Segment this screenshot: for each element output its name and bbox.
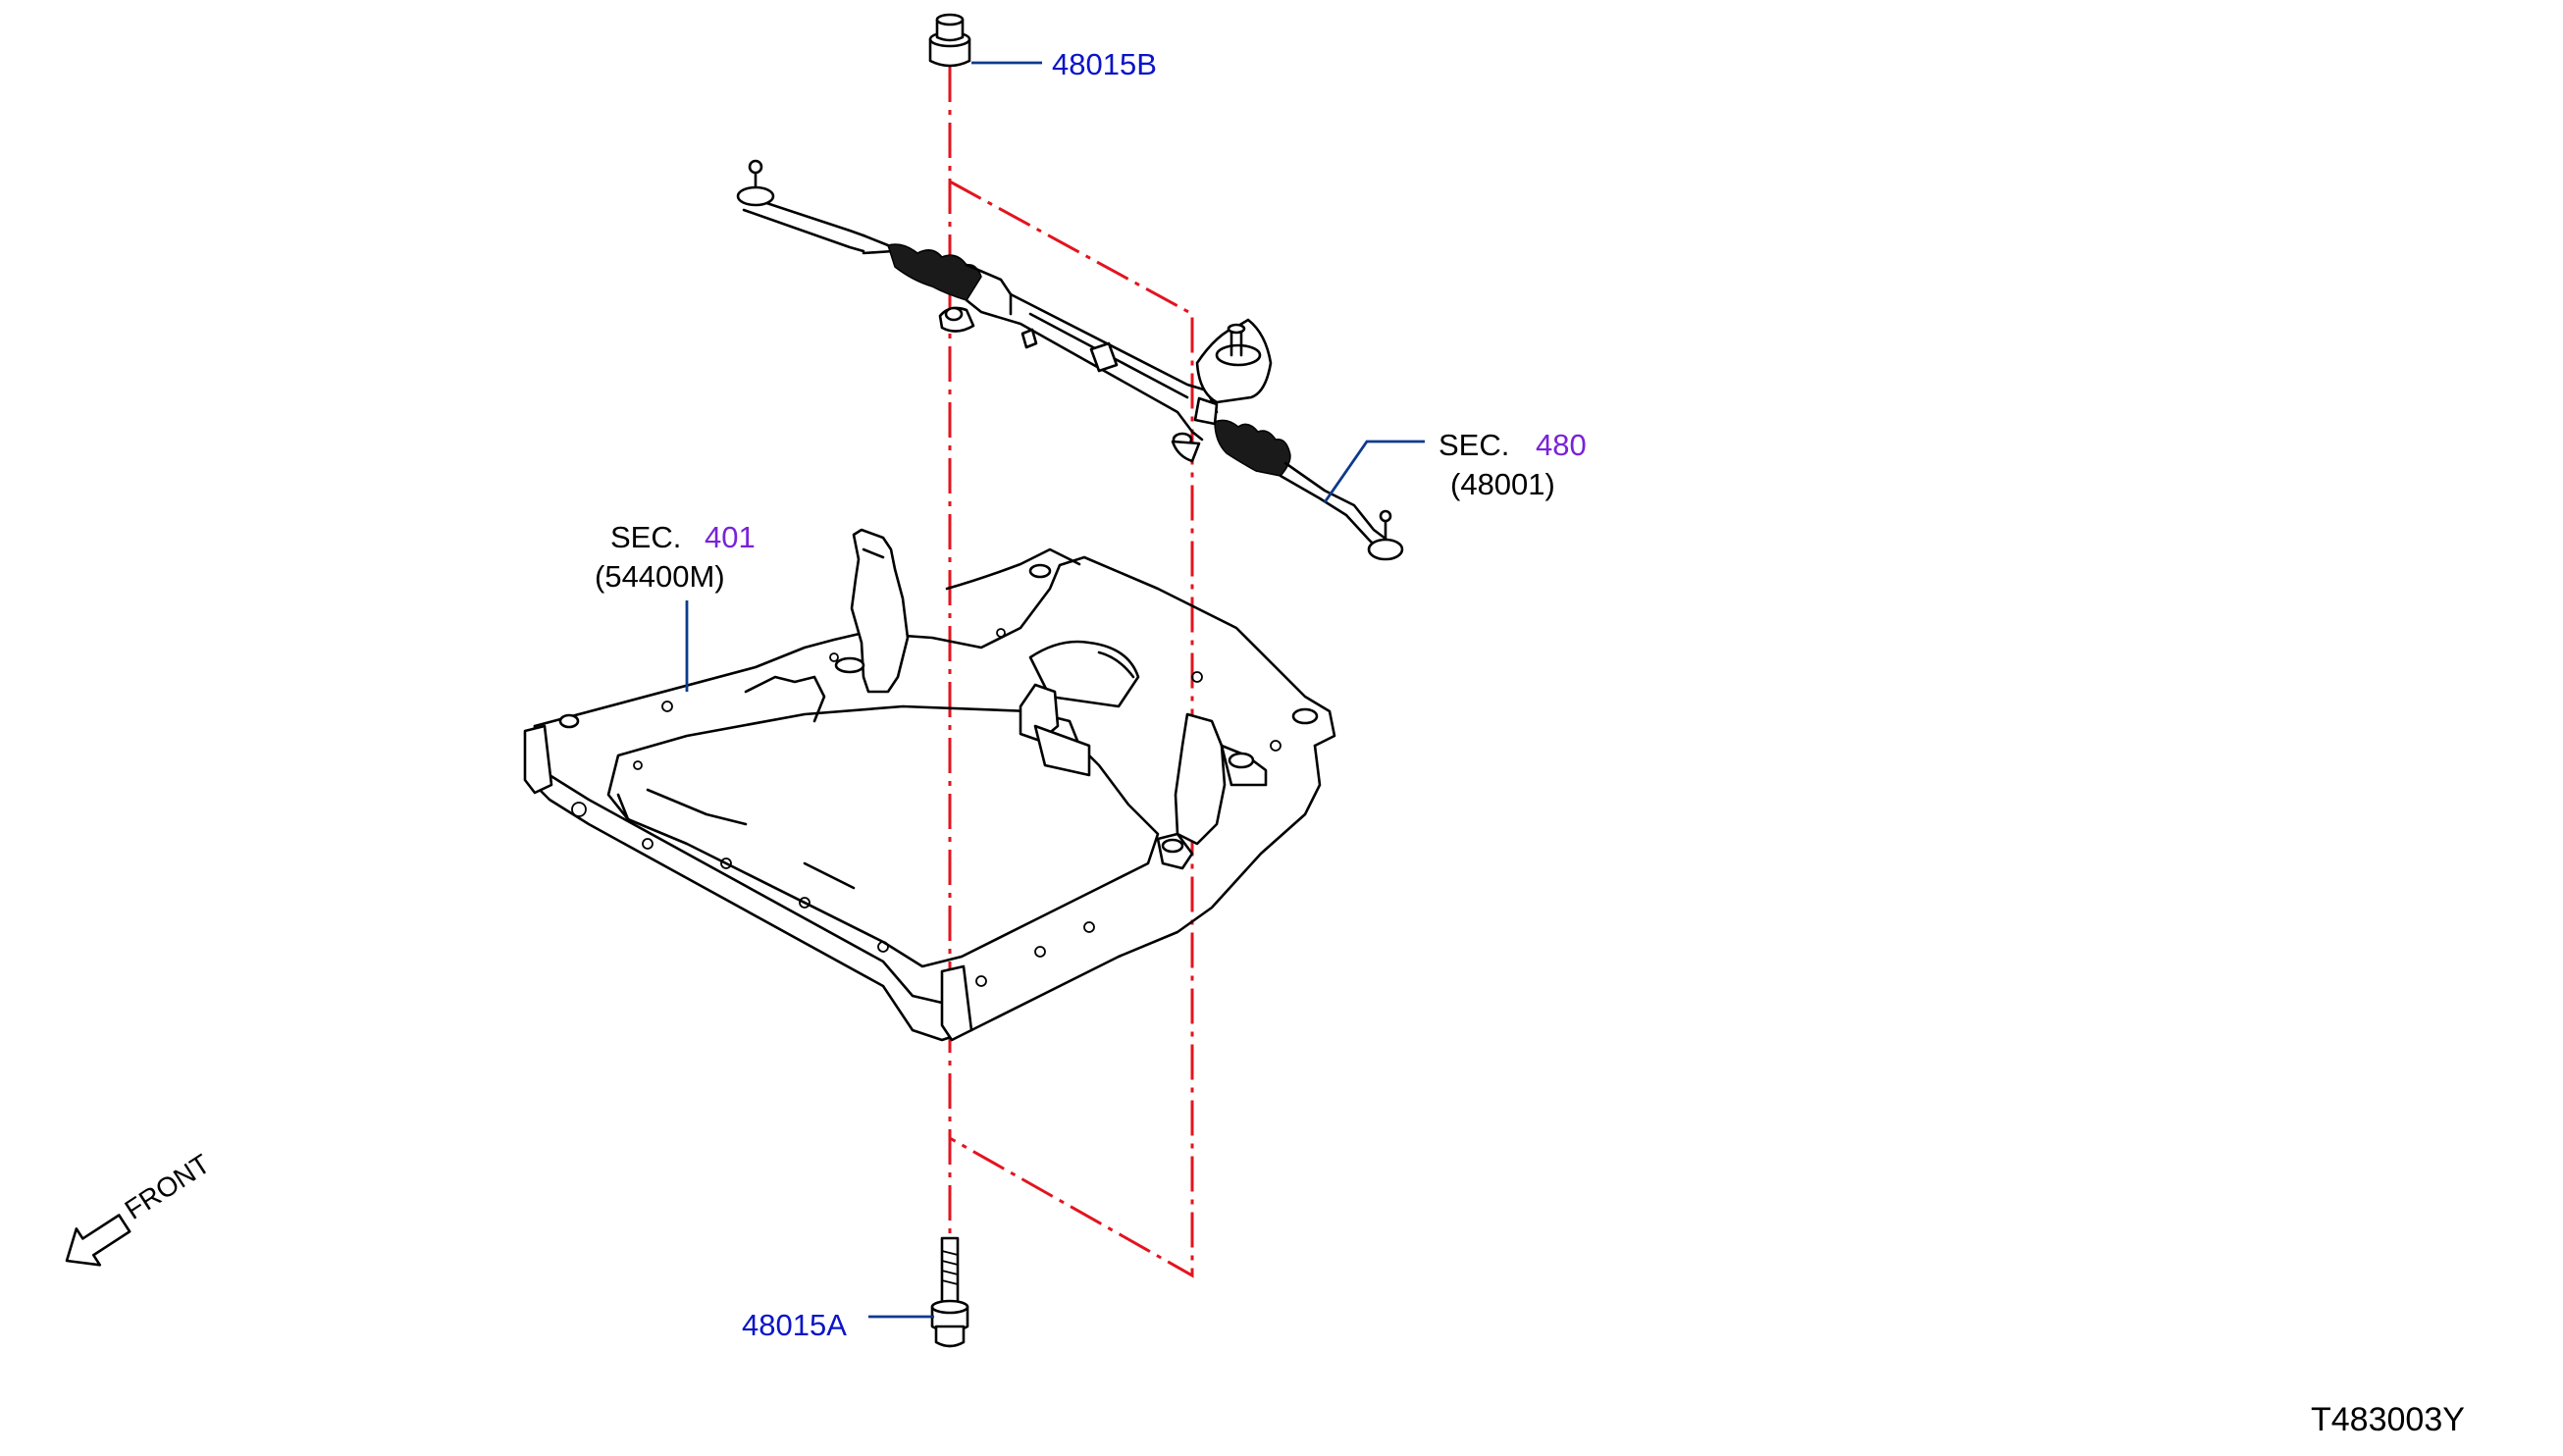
label-sec-401-part: (54400M) [595,559,725,594]
label-sec-480-prefix: SEC. [1438,428,1510,462]
leader-sec-480 [1323,440,1425,503]
label-sec-480-part: (48001) [1450,467,1555,501]
label-48015b[interactable]: 48015B [1052,47,1157,81]
steering-gear-drawing[interactable] [736,159,1404,561]
diagram-code: T483003Y [2311,1401,2465,1438]
bolt-48015a-drawing[interactable] [930,1236,969,1348]
label-sec-401-number[interactable]: 401 [705,520,756,554]
suspension-member-drawing[interactable] [523,528,1336,1042]
label-sec-480-number[interactable]: 480 [1536,428,1587,462]
label-48015a[interactable]: 48015A [742,1308,847,1342]
alignment-phantom-lines [948,67,1194,1278]
front-arrow-icon [65,1214,131,1267]
nut-48015b-drawing[interactable] [928,13,971,68]
label-sec-401-prefix: SEC. [610,520,682,554]
